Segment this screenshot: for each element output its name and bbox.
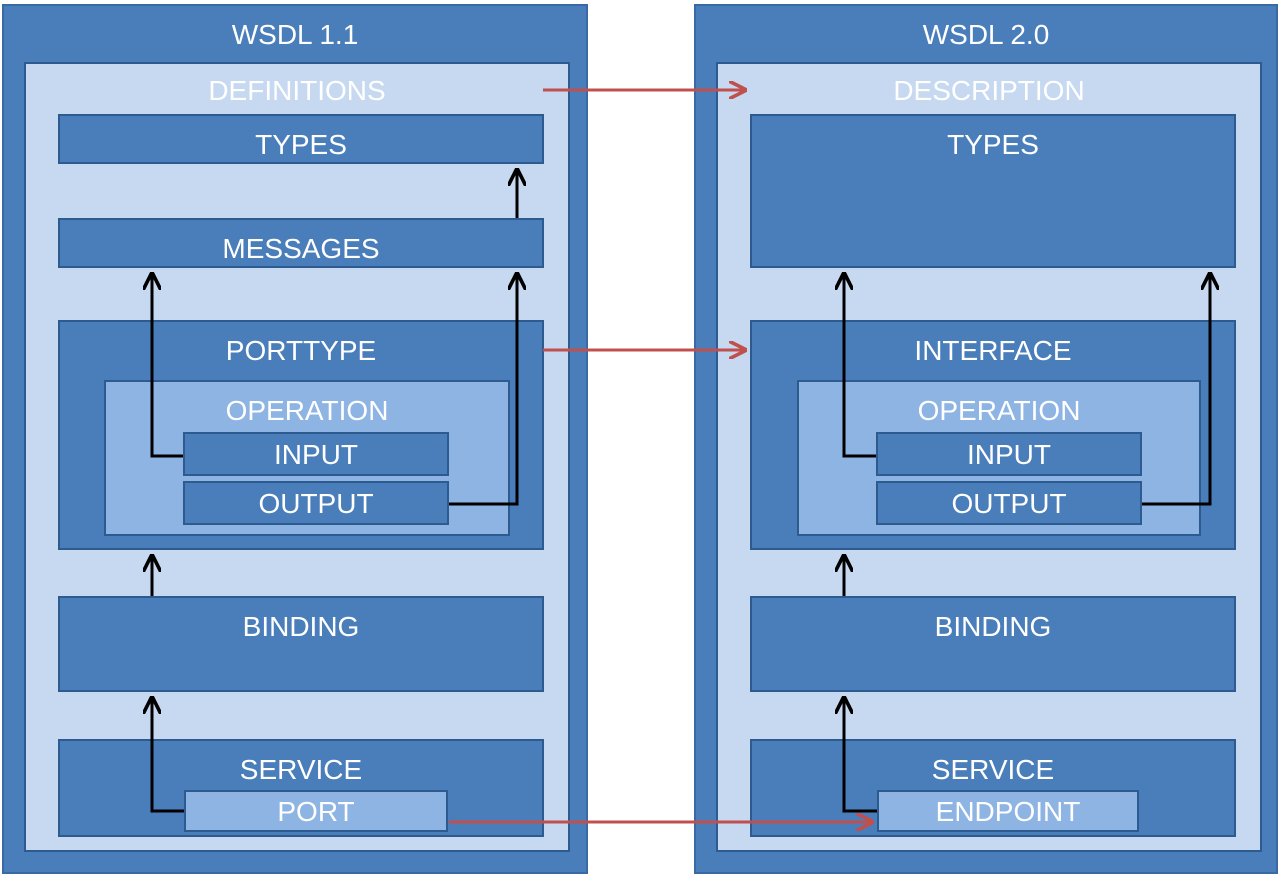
endpoint-box: ENDPOINT xyxy=(877,790,1139,832)
port-label: PORT xyxy=(277,796,355,827)
right-binding-label: BINDING xyxy=(934,611,1052,642)
left-types-label: TYPES xyxy=(255,129,347,160)
right-binding-box: BINDING xyxy=(750,596,1236,692)
porttype-label: PORTTYPE xyxy=(225,335,377,366)
wsdl20-title: WSDL 2.0 xyxy=(922,19,1050,50)
definitions-label: DEFINITIONS xyxy=(208,75,386,106)
left-binding-box: BINDING xyxy=(58,596,544,692)
messages-box: MESSAGES xyxy=(58,218,544,268)
messages-label: MESSAGES xyxy=(222,233,380,264)
right-operation-label: OPERATION xyxy=(917,395,1081,426)
endpoint-label: ENDPOINT xyxy=(935,796,1081,827)
right-types-label: TYPES xyxy=(947,129,1039,160)
left-output-label: OUTPUT xyxy=(258,488,374,519)
right-output-label: OUTPUT xyxy=(951,488,1067,519)
left-input-label: INPUT xyxy=(274,439,358,470)
port-box: PORT xyxy=(184,790,448,832)
left-types-box: TYPES xyxy=(58,114,544,164)
left-binding-label: BINDING xyxy=(242,611,360,642)
right-service-label: SERVICE xyxy=(931,754,1055,785)
right-output-box: OUTPUT xyxy=(876,481,1142,525)
interface-label: INTERFACE xyxy=(914,335,1072,366)
left-output-box: OUTPUT xyxy=(183,481,449,525)
left-service-label: SERVICE xyxy=(239,754,363,785)
description-label: DESCRIPTION xyxy=(893,75,1085,106)
right-input-label: INPUT xyxy=(967,439,1051,470)
left-operation-label: OPERATION xyxy=(225,395,389,426)
right-input-box: INPUT xyxy=(876,432,1142,476)
left-input-box: INPUT xyxy=(183,432,449,476)
wsdl11-title: WSDL 1.1 xyxy=(231,19,359,50)
right-types-box: TYPES xyxy=(750,114,1236,268)
